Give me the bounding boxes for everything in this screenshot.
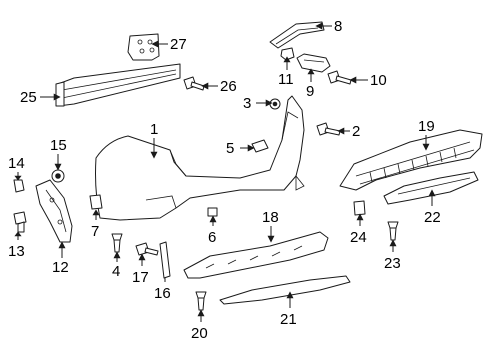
callout-10: 10 [370, 72, 387, 89]
part-20-clip [195, 291, 207, 311]
part-8-bracket [269, 21, 325, 49]
callout-26: 26 [220, 78, 237, 95]
leader-lines [14, 22, 436, 322]
part-10-bolt [327, 70, 352, 85]
part-4-clip [111, 233, 123, 253]
part-24-clip [353, 200, 366, 216]
callout-24: 24 [350, 229, 367, 246]
callout-6: 6 [208, 229, 216, 246]
callout-22: 22 [424, 209, 441, 226]
part-6-pad [207, 207, 218, 217]
callout-18: 18 [262, 209, 279, 226]
part-22-garnish [383, 171, 479, 205]
callout-4: 4 [112, 263, 120, 280]
callout-12: 12 [52, 259, 69, 276]
part-11-clip [280, 47, 295, 61]
callout-1: 1 [150, 121, 158, 138]
callout-23: 23 [384, 255, 401, 272]
callout-20: 20 [191, 325, 208, 342]
callout-11: 11 [278, 71, 294, 88]
callout-9: 9 [306, 83, 314, 100]
part-7-clip [89, 194, 103, 210]
part-1-bumper-cover [95, 95, 305, 221]
part-2-bolt [316, 122, 341, 136]
callout-numbers: 27 25 26 8 11 9 10 3 2 1 5 19 22 24 23 1… [8, 18, 441, 342]
callout-27: 27 [170, 36, 187, 53]
callout-13: 13 [8, 243, 25, 260]
part-26-bolt [183, 76, 205, 91]
callout-16: 16 [154, 285, 171, 302]
part-17-screw [135, 242, 159, 256]
part-12-side-bracket [35, 179, 73, 243]
callout-15: 15 [50, 137, 67, 154]
part-13-fastener [13, 211, 27, 233]
callout-3: 3 [243, 95, 251, 112]
part-5-bracket [251, 139, 269, 153]
part-15-nut [51, 169, 65, 183]
part-16-reflector [159, 241, 171, 279]
part-19-diffuser [339, 129, 483, 191]
part-27-bracket [127, 33, 160, 61]
part-21-molding [219, 275, 351, 305]
callout-19: 19 [418, 118, 435, 135]
callout-5: 5 [226, 140, 234, 157]
callout-2: 2 [352, 123, 360, 140]
callout-7: 7 [91, 223, 99, 240]
part-14-clip [13, 179, 25, 193]
callout-8: 8 [334, 18, 342, 35]
part-18-step-pad [183, 231, 329, 279]
callout-25: 25 [20, 89, 37, 106]
callout-21: 21 [280, 311, 297, 328]
callout-17: 17 [132, 269, 149, 286]
part-23-clip [387, 221, 399, 241]
part-25-reinforcement [55, 63, 181, 107]
part-3-nut [269, 98, 281, 110]
part-9-retainer [296, 53, 331, 73]
callout-14: 14 [8, 155, 25, 172]
